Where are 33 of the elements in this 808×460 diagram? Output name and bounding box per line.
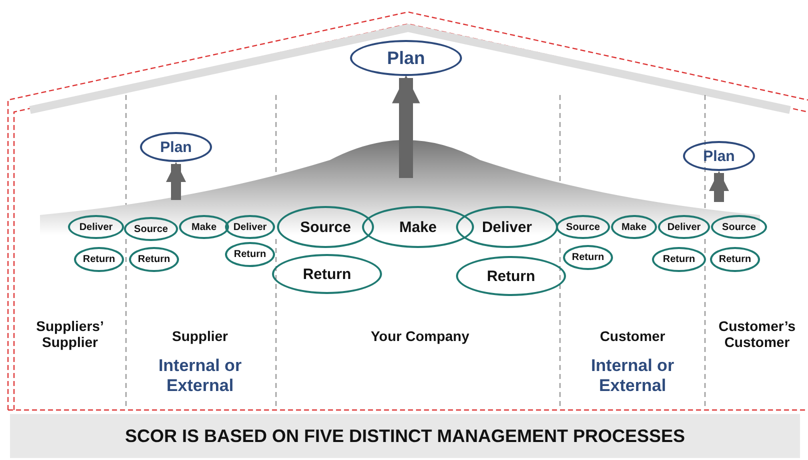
process-ellipse: Return [456, 256, 566, 296]
process-ellipse: Source [711, 215, 767, 239]
process-ellipse: Source [124, 217, 178, 241]
caption-banner: SCOR IS BASED ON FIVE DISTINCT MANAGEMENT PROCESSES [10, 414, 800, 458]
column-label: Supplier [170, 328, 229, 344]
process-ellipse: Return [129, 247, 179, 272]
partner-type-label: Internal or External [157, 356, 243, 396]
process-ellipse: Return [710, 247, 760, 272]
plan-ellipse: Plan [683, 141, 755, 171]
process-ellipse: Deliver [68, 215, 124, 239]
process-ellipse: Return [563, 245, 613, 270]
process-ellipse: Make [179, 215, 229, 239]
partner-type-label: Internal or External [590, 356, 676, 396]
arrow [166, 162, 186, 200]
process-ellipse: Source [556, 215, 610, 239]
column-label: Suppliers’ Supplier [35, 318, 105, 350]
column-label: Your Company [370, 328, 470, 344]
process-ellipse: Return [74, 247, 124, 272]
arrow [392, 75, 420, 178]
arrow [709, 171, 729, 202]
process-ellipse: Deliver [658, 215, 710, 239]
process-ellipse: Return [272, 254, 382, 294]
process-ellipse: Make [611, 215, 657, 239]
column-label: Customer’s Customer [717, 318, 797, 350]
process-ellipse: Source [277, 206, 374, 248]
process-ellipse: Return [652, 247, 706, 272]
column-label: Customer [598, 328, 666, 344]
process-ellipse: Return [225, 242, 275, 267]
process-ellipse: Make [362, 206, 474, 248]
process-ellipse: Deliver [456, 206, 558, 248]
plan-ellipse: Plan [140, 132, 212, 162]
process-ellipse: Deliver [225, 215, 275, 239]
plan-ellipse: Plan [350, 40, 462, 76]
